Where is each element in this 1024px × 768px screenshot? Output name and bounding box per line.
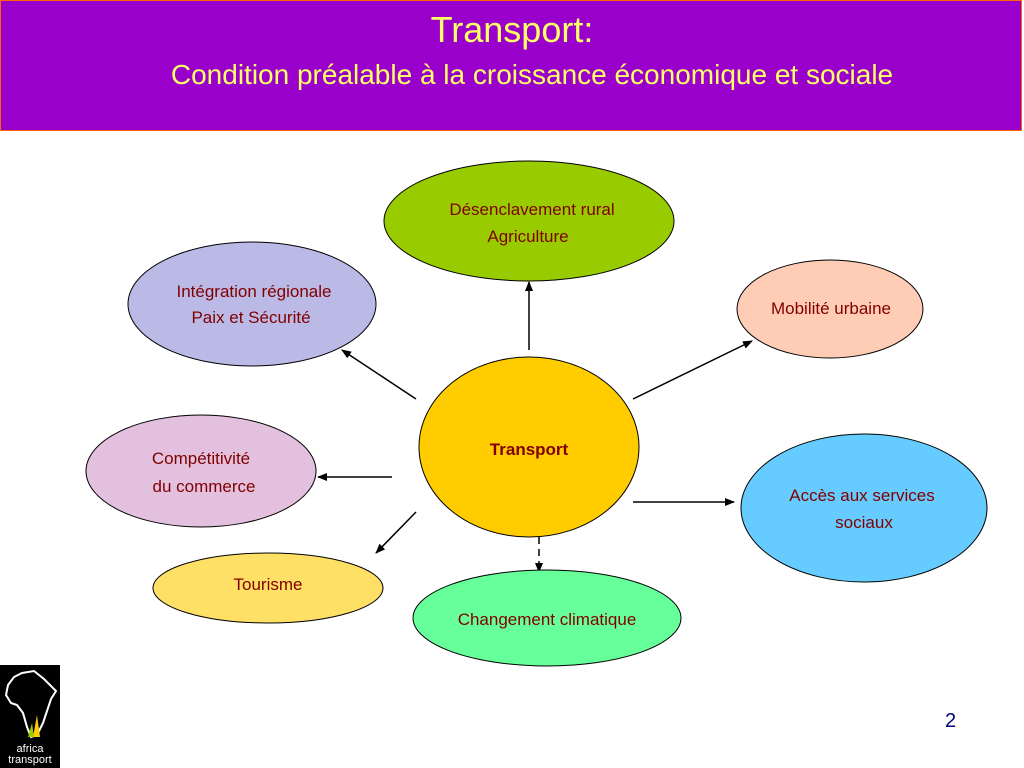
- node-desenclavement: Désenclavement rural Agriculture: [383, 160, 675, 282]
- node-integration-line2: Paix et Sécurité: [191, 308, 310, 327]
- title-banner: [0, 0, 1022, 131]
- node-acces-shape: [740, 433, 988, 583]
- node-integration-shape: [127, 241, 377, 367]
- node-acces-line1: Accès aux services: [789, 486, 935, 505]
- node-transport-center: Transport: [418, 356, 640, 538]
- slide-subtitle: Condition préalable à la croissance écon…: [170, 59, 894, 90]
- node-changement-shape: [412, 569, 682, 667]
- page-number: 2: [945, 710, 957, 732]
- africa-transport-logo: africa transport: [0, 665, 60, 768]
- node-desenclavement-shape: [383, 160, 675, 282]
- node-integration-line1: Intégration régionale: [176, 282, 331, 301]
- node-desenclavement-line2: Agriculture: [487, 227, 568, 246]
- node-mobilite-shape: [736, 259, 924, 359]
- node-changement-line1: Changement climatique: [458, 610, 637, 629]
- slide-title: Transport:: [430, 9, 594, 50]
- arrow-to-mobilite: [632, 340, 753, 400]
- logo-text-transport: transport: [8, 754, 52, 766]
- node-changement: Changement climatique: [412, 569, 682, 667]
- node-tourisme: Tourisme: [152, 552, 384, 624]
- node-acces: Accès aux services sociaux: [740, 433, 988, 583]
- africa-map-icon: [4, 669, 58, 739]
- node-integration: Intégration régionale Paix et Sécurité: [127, 241, 377, 367]
- node-transport-shape: [418, 356, 640, 538]
- node-competitivite-line2: du commerce: [153, 477, 256, 496]
- node-competitivite: Compétitivité du commerce: [85, 414, 317, 528]
- node-acces-line2: sociaux: [835, 513, 893, 532]
- node-competitivite-shape: [85, 414, 317, 528]
- node-tourisme-shape: [152, 552, 384, 624]
- arrow-to-tourisme: [375, 511, 417, 554]
- logo-text-africa: africa: [16, 743, 44, 755]
- node-tourisme-line1: Tourisme: [234, 575, 303, 594]
- node-mobilite-line1: Mobilité urbaine: [771, 299, 891, 318]
- arrow-to-integration: [341, 349, 417, 400]
- node-transport-label: Transport: [490, 440, 569, 459]
- node-desenclavement-line1: Désenclavement rural: [449, 200, 614, 219]
- node-mobilite: Mobilité urbaine: [736, 259, 924, 359]
- node-competitivite-line1: Compétitivité: [152, 449, 250, 468]
